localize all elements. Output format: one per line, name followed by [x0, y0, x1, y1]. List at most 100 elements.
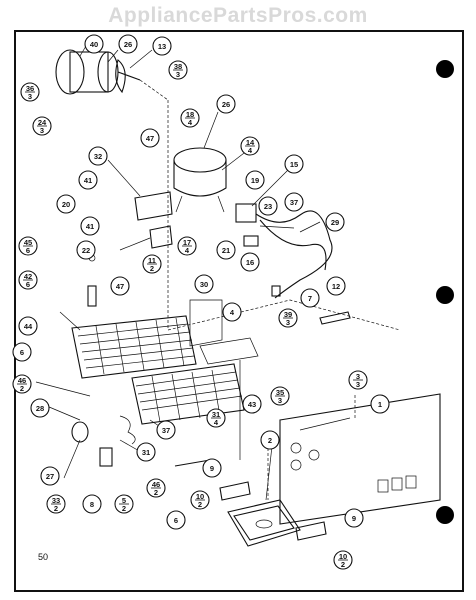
- page-number: 50: [38, 552, 49, 562]
- callout-label: 15: [290, 160, 298, 169]
- callout-c6b: 6: [166, 510, 186, 530]
- drain-pan: [227, 448, 301, 547]
- callout-quantity: 6: [26, 246, 30, 255]
- callout-label: 22: [82, 246, 90, 255]
- callout-circle: [84, 34, 104, 54]
- callout-c18: 184: [180, 108, 200, 128]
- callout-c46b: 462: [146, 478, 166, 498]
- callout-label: 5: [122, 496, 126, 505]
- callout-c7: 7: [300, 288, 320, 308]
- callout-label: 1: [378, 400, 382, 409]
- callout-c27: 27: [40, 466, 60, 486]
- callout-label: 46: [152, 480, 160, 489]
- callout-label: 7: [308, 294, 312, 303]
- callout-circle: [245, 170, 265, 190]
- callout-c10b: 102: [333, 550, 353, 570]
- callout-c23: 23: [258, 196, 278, 216]
- callout-label: 6: [20, 348, 24, 357]
- callout-circle: [325, 212, 345, 232]
- callout-quantity: 2: [122, 504, 126, 513]
- callout-label: 37: [162, 426, 170, 435]
- callout-quantity: 2: [341, 560, 345, 569]
- callout-label: 32: [94, 152, 102, 161]
- callout-c35: 353: [270, 386, 290, 406]
- callout-c24: 243: [32, 116, 52, 136]
- callout-circle: [136, 442, 156, 462]
- binder-hole-bottom: [436, 506, 454, 524]
- callout-label: 10: [196, 492, 204, 501]
- machine-compartment-base: [167, 299, 401, 460]
- callout-quantity: 2: [154, 488, 158, 497]
- callout-label: 18: [186, 110, 194, 119]
- callout-circle: [258, 196, 278, 216]
- compressor: [173, 147, 227, 213]
- callout-circle: [82, 494, 102, 514]
- callout-c29: 29: [325, 212, 345, 232]
- callout-label: 17: [183, 238, 191, 247]
- callout-c37b: 37: [156, 420, 176, 440]
- callout-circle: [40, 466, 60, 486]
- callout-circle: [284, 192, 304, 212]
- callout-c9a: 9: [202, 458, 222, 478]
- callout-c15: 15: [284, 154, 304, 174]
- callout-label: 41: [86, 222, 94, 231]
- callout-c32: 32: [88, 146, 108, 166]
- callout-c41a: 41: [78, 170, 98, 190]
- callout-label: 42: [24, 272, 32, 281]
- callout-c2: 2: [260, 430, 280, 450]
- callout-label: 8: [90, 500, 94, 509]
- callout-c33: 332: [46, 494, 66, 514]
- condenser-coil: [71, 315, 197, 379]
- callout-label: 47: [146, 134, 154, 143]
- callout-c9b: 9: [344, 508, 364, 528]
- callout-circle: [194, 274, 214, 294]
- callout-c14: 144: [240, 136, 260, 156]
- binder-hole-top: [436, 60, 454, 78]
- callout-c31b: 31: [136, 442, 156, 462]
- callout-c20: 20: [56, 194, 76, 214]
- callout-label: 12: [332, 282, 340, 291]
- callout-label: 4: [230, 308, 235, 317]
- callout-quantity: 3: [40, 126, 44, 135]
- callout-c47b: 47: [110, 276, 130, 296]
- callout-c45: 456: [18, 236, 38, 256]
- callout-circle: [78, 170, 98, 190]
- callout-circle: [370, 394, 390, 414]
- callout-label: 24: [38, 118, 47, 127]
- callout-c46: 462: [12, 374, 32, 394]
- callout-c41b: 41: [80, 216, 100, 236]
- callout-circle: [222, 302, 242, 322]
- callout-label: 14: [246, 138, 255, 147]
- callout-label: 3: [356, 372, 360, 381]
- callout-quantity: 3: [28, 92, 32, 101]
- callout-label: 10: [339, 552, 347, 561]
- callout-circle: [80, 216, 100, 236]
- callout-c26a: 26: [118, 34, 138, 54]
- callout-circle: [284, 154, 304, 174]
- callout-label: 33: [52, 496, 60, 505]
- callout-circle: [326, 276, 346, 296]
- callout-label: 35: [276, 388, 284, 397]
- callout-quantity: 2: [198, 500, 202, 509]
- callout-label: 36: [26, 84, 34, 93]
- callout-c19: 19: [245, 170, 265, 190]
- callout-quantity: 3: [176, 70, 180, 79]
- callout-quantity: 2: [54, 504, 58, 513]
- binder-hole-middle: [436, 286, 454, 304]
- callout-c31a: 314: [206, 408, 226, 428]
- callout-label: 13: [158, 42, 166, 51]
- callout-c6a: 6: [12, 342, 32, 362]
- callout-quantity: 2: [150, 264, 154, 273]
- small-hardware: [71, 311, 351, 541]
- callout-c26b: 26: [216, 94, 236, 114]
- callout-circle: [76, 240, 96, 260]
- mounting-brackets: [87, 191, 173, 307]
- callout-circle: [344, 508, 364, 528]
- callout-label: 23: [264, 202, 272, 211]
- callout-label: 38: [174, 62, 182, 71]
- callout-c21: 21: [216, 240, 236, 260]
- callout-label: 44: [24, 322, 33, 331]
- callout-c38: 383: [168, 60, 188, 80]
- callout-c30: 30: [194, 274, 214, 294]
- fan-motor-assembly: [55, 49, 169, 330]
